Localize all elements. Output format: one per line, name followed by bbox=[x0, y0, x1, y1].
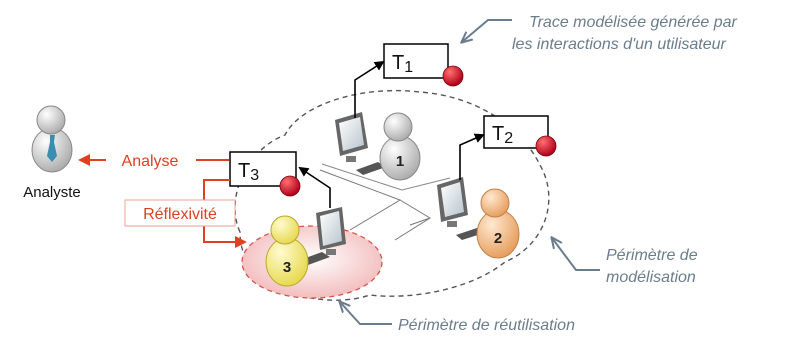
trace-t2-base: T bbox=[492, 123, 504, 145]
arrow-to-t1 bbox=[354, 60, 385, 118]
user-2-avatar: 2 bbox=[476, 188, 520, 259]
trace-caption-line2: les interactions d'un utilisateur bbox=[512, 36, 727, 53]
user-1-number: 1 bbox=[396, 153, 404, 170]
analyse-label: Analyse bbox=[122, 153, 179, 170]
arrow-to-t2 bbox=[459, 133, 485, 180]
modelisation-pointer bbox=[552, 238, 600, 271]
trace-t1-sub: 1 bbox=[404, 59, 413, 76]
trace-t3-sub: 3 bbox=[250, 167, 259, 184]
reflexivite-label: Réflexivité bbox=[143, 206, 217, 223]
trace-t3-badge bbox=[279, 175, 301, 197]
modelisation-label-line1: Périmètre de bbox=[606, 247, 698, 264]
trace-t3-base: T bbox=[238, 160, 250, 182]
computer-1 bbox=[335, 112, 386, 175]
computer-3 bbox=[300, 207, 346, 265]
arrow-to-t3 bbox=[298, 166, 331, 208]
network-lines bbox=[319, 169, 431, 241]
svg-text:T3: T3 bbox=[238, 160, 259, 184]
analyste-label: Analyste bbox=[23, 184, 81, 201]
trace-t1: T1 bbox=[383, 43, 464, 87]
trace-t3: T3 bbox=[229, 151, 301, 197]
caption-pointer bbox=[462, 19, 512, 42]
trace-t2-sub: 2 bbox=[504, 130, 513, 147]
analyste-avatar bbox=[31, 105, 73, 173]
trace-t1-base: T bbox=[392, 52, 404, 74]
reutilisation-pointer bbox=[340, 302, 392, 325]
user-3-number: 3 bbox=[283, 259, 291, 276]
trace-caption-line1: Trace modélisée générée par bbox=[529, 14, 737, 31]
computer-2 bbox=[437, 177, 487, 240]
reutilisation-label: Périmètre de réutilisation bbox=[398, 317, 575, 334]
trace-t1-badge bbox=[442, 65, 464, 87]
tie-icon bbox=[47, 135, 57, 162]
modelisation-perimeter bbox=[234, 89, 550, 301]
trace-t2: T2 bbox=[483, 115, 557, 157]
user-3-avatar: 3 bbox=[265, 215, 309, 287]
svg-text:T2: T2 bbox=[492, 123, 513, 147]
modelisation-label-line2: modélisation bbox=[606, 269, 696, 286]
trace-t2-badge bbox=[535, 135, 557, 157]
svg-text:T1: T1 bbox=[392, 52, 413, 76]
user-1-avatar: 1 bbox=[379, 112, 421, 181]
user-2-number: 2 bbox=[494, 230, 502, 247]
